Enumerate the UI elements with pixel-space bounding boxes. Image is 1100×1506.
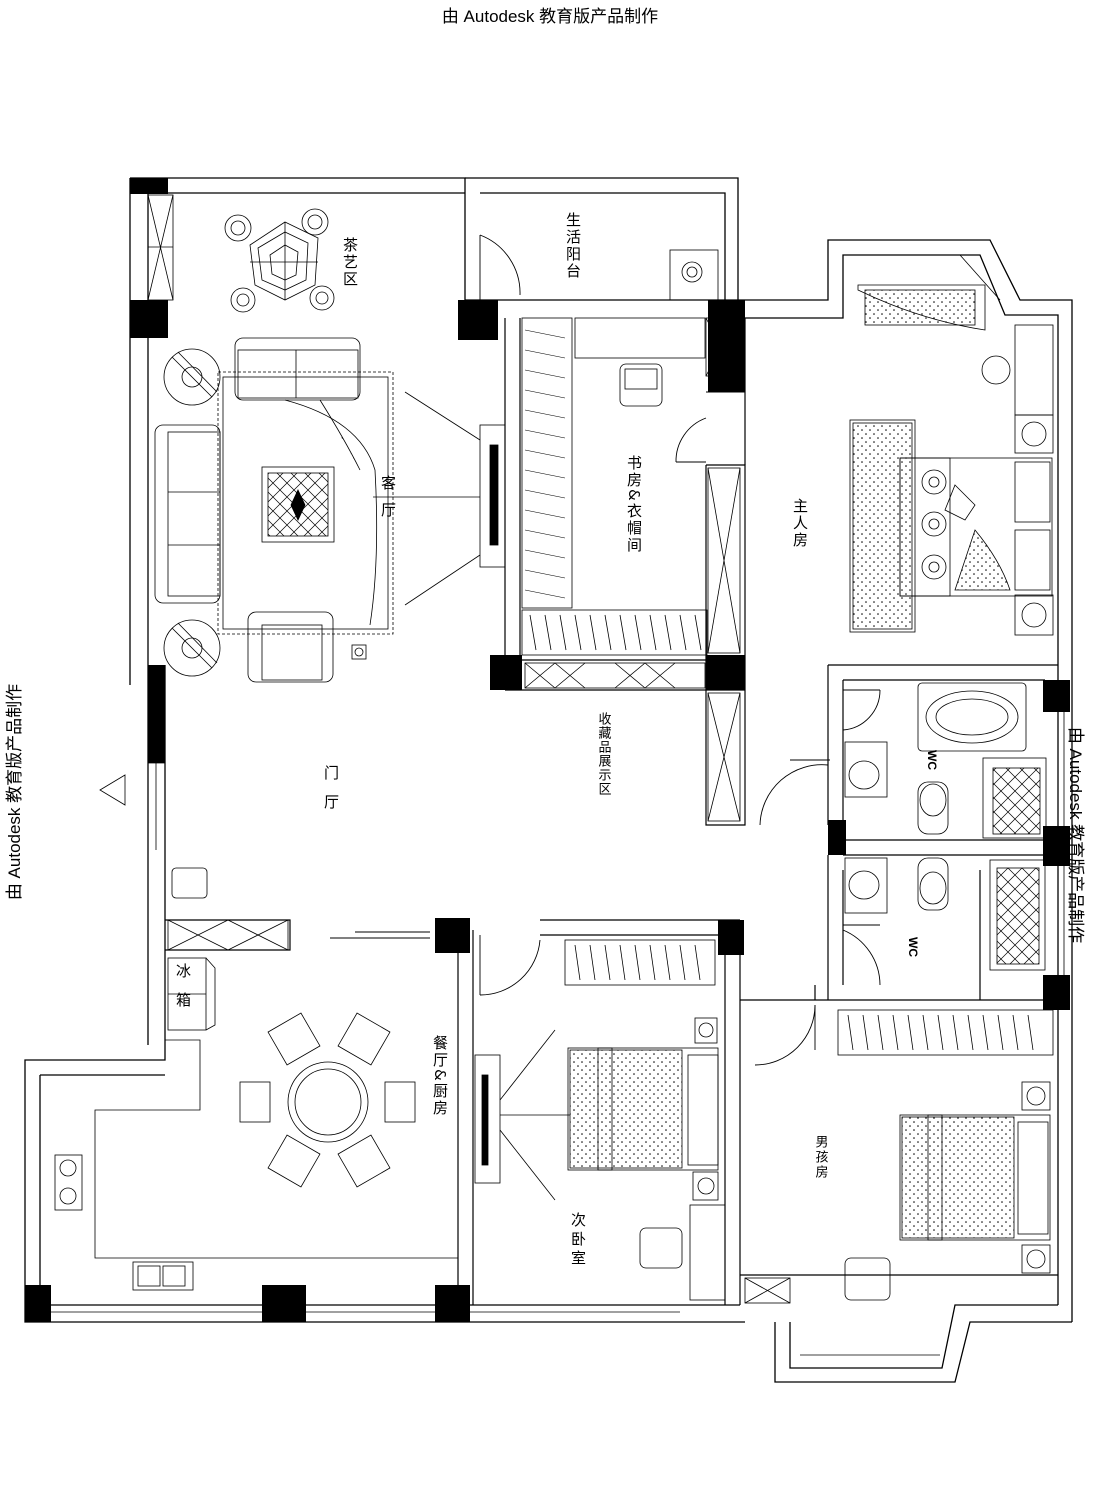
label-wc-upper: WC	[925, 750, 939, 770]
kitchen-dining-furniture	[54, 774, 458, 1291]
second-bedroom-furniture	[474, 939, 726, 1301]
label-collection-display: 收藏品展示区	[596, 712, 612, 796]
label-dining-kitchen: 餐厅&厨房	[431, 1035, 449, 1117]
tea-table-set	[224, 208, 335, 313]
label-study-cloakroom: 书房&衣帽间	[625, 455, 643, 554]
label-master-bedroom: 主人房	[791, 498, 809, 549]
watermark-top: 由 Autodesk 教育版产品制作	[441, 7, 659, 26]
windows	[50, 194, 1065, 1356]
label-fridge: 冰箱	[174, 963, 192, 1021]
study-furniture	[521, 317, 741, 822]
living-room-furniture	[154, 337, 506, 683]
label-boys-room: 男孩房	[813, 1135, 829, 1180]
label-foyer: 门厅	[322, 765, 340, 823]
room-labels: 茶艺区 生活阳台 客厅 书房&衣帽间 主人房 收藏品展示区 门厅 WC WC 餐…	[174, 212, 939, 1269]
label-second-bedroom: 次卧室	[569, 1212, 587, 1269]
label-wc-lower: WC	[906, 937, 920, 957]
label-balcony: 生活阳台	[564, 212, 582, 280]
label-living-room: 客厅	[379, 475, 397, 529]
label-tea-area: 茶艺区	[341, 237, 359, 288]
columns	[25, 178, 1070, 1322]
master-bedroom-furniture	[849, 284, 1054, 636]
washing-machine	[669, 249, 719, 301]
outer-walls	[24, 177, 1073, 1383]
doors	[330, 234, 881, 1066]
bathroom-fixtures	[844, 682, 1047, 971]
boys-room-furniture	[744, 1009, 1054, 1304]
